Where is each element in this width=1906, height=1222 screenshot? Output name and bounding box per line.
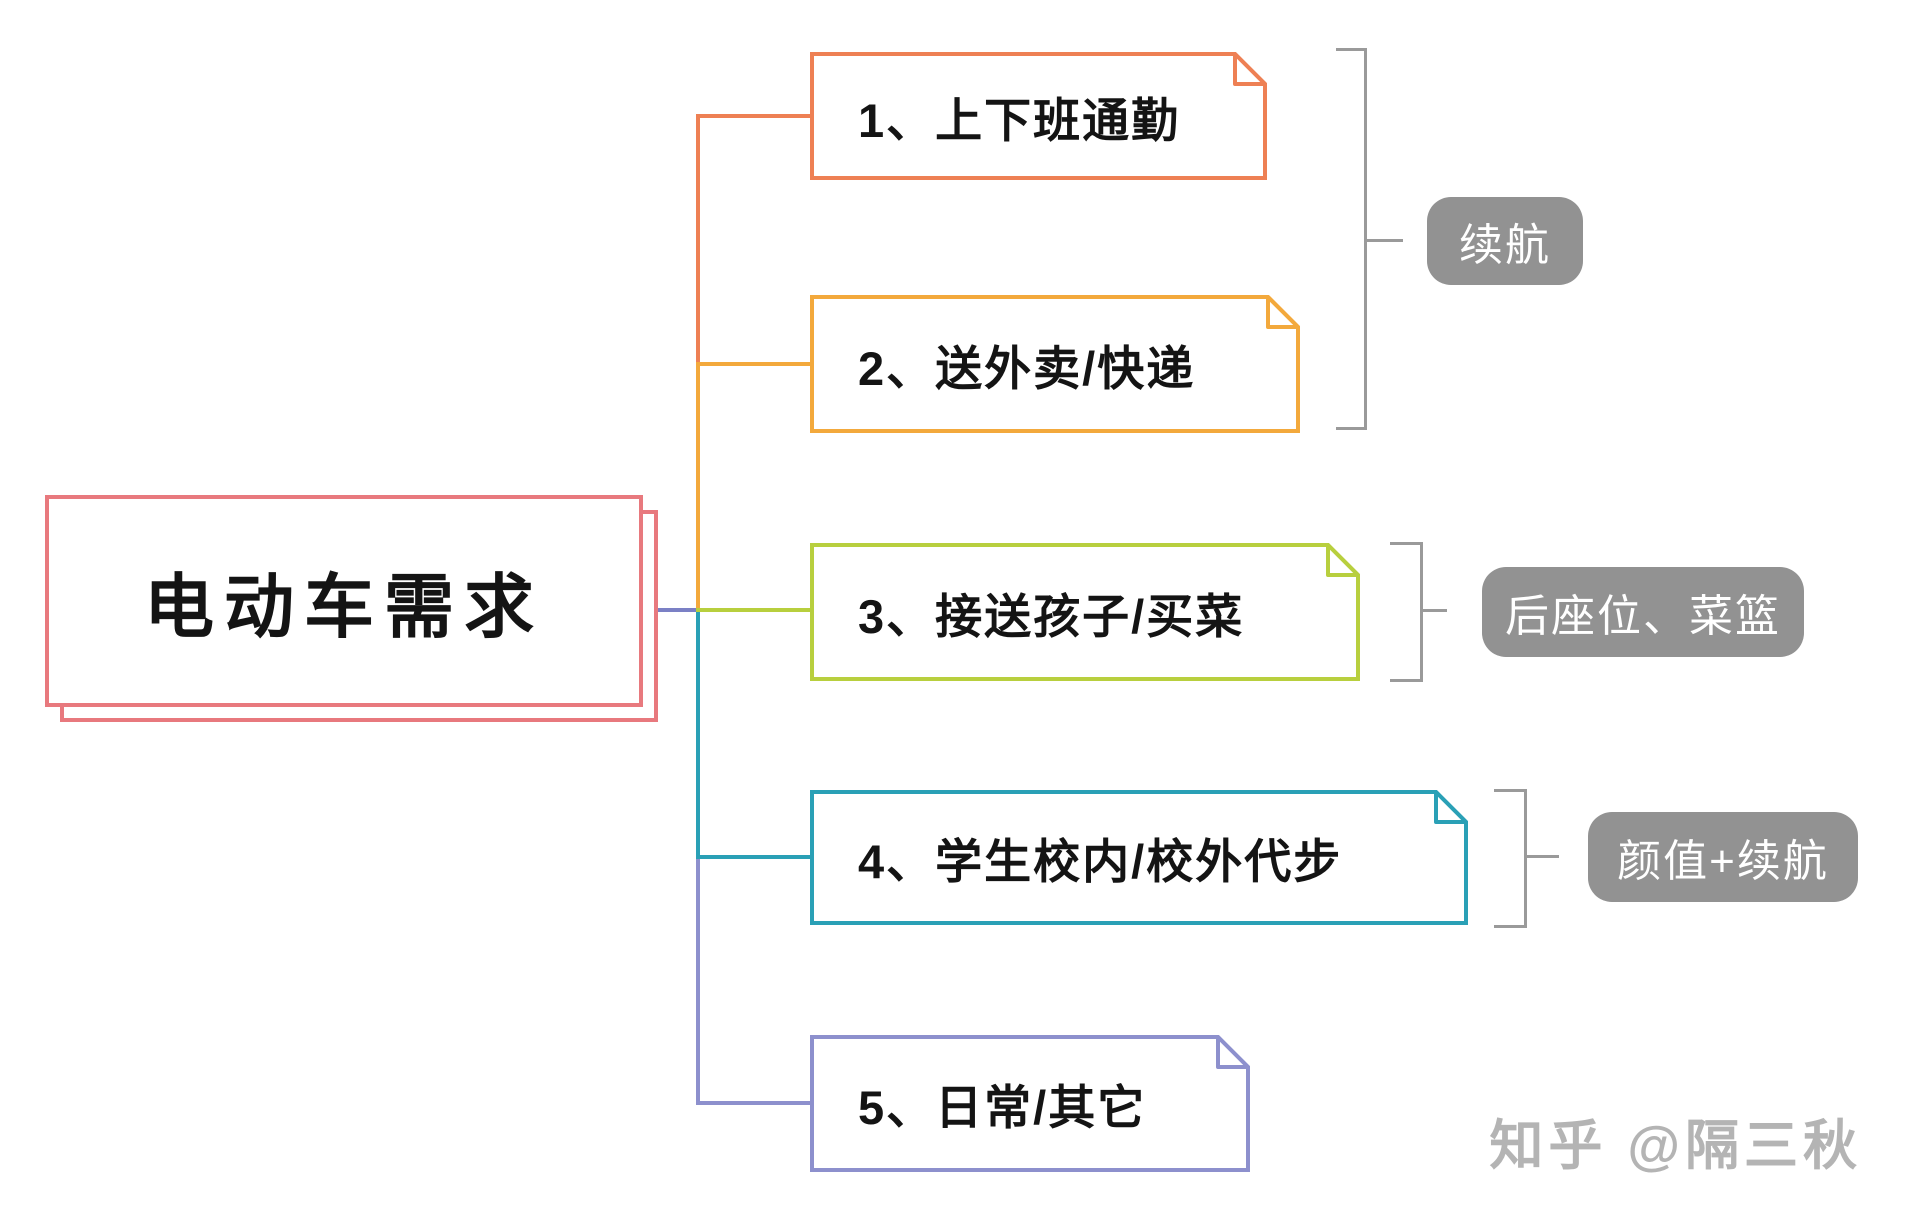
folded-corner-icon bbox=[1434, 790, 1468, 824]
topic-label: 2、送外卖/快递 bbox=[858, 341, 1196, 395]
group-bracket-4-bottom-tick bbox=[1494, 925, 1526, 928]
folded-corner-icon bbox=[1326, 543, 1360, 577]
group-bracket-1-2-top-tick bbox=[1336, 48, 1366, 51]
annotation-label: 后座位、菜篮 bbox=[1505, 592, 1781, 641]
folded-corner-icon bbox=[1233, 52, 1267, 86]
note-shape bbox=[810, 295, 1300, 433]
note-shape bbox=[810, 543, 1360, 681]
annotation-badge-looks-battery[interactable]: 颜值+续航 bbox=[1588, 812, 1858, 902]
root-topic-node[interactable]: 电动车需求 bbox=[45, 495, 643, 707]
topic-label: 1、上下班通勤 bbox=[858, 93, 1181, 147]
folded-corner-icon bbox=[1216, 1035, 1250, 1069]
topic-node-delivery[interactable]: 2、送外卖/快递 bbox=[810, 295, 1300, 433]
branch-connector-3 bbox=[696, 608, 812, 612]
group-bracket-1-2 bbox=[1364, 48, 1367, 430]
topic-node-kids-grocery[interactable]: 3、接送孩子/买菜 bbox=[810, 543, 1360, 681]
group-bracket-4 bbox=[1524, 789, 1527, 928]
annotation-badge-seat-basket[interactable]: 后座位、菜篮 bbox=[1482, 567, 1804, 657]
topic-node-daily[interactable]: 5、日常/其它 bbox=[810, 1035, 1250, 1172]
annotation-label: 续航 bbox=[1459, 221, 1551, 270]
topic-label: 5、日常/其它 bbox=[858, 1081, 1147, 1134]
note-shape bbox=[810, 1035, 1250, 1172]
trunk-segment-4 bbox=[696, 859, 700, 1105]
branch-connector-4 bbox=[696, 855, 812, 859]
annotation-badge-battery[interactable]: 续航 bbox=[1427, 197, 1583, 285]
root-connector bbox=[652, 608, 698, 612]
branch-connector-5 bbox=[696, 1101, 812, 1105]
folded-corner-icon bbox=[1266, 295, 1300, 329]
annotation-label: 颜值+续航 bbox=[1617, 837, 1829, 886]
group-bracket-4-top-tick bbox=[1494, 789, 1526, 792]
watermark: 知乎 @隔三秋 bbox=[1489, 1116, 1862, 1176]
group-bracket-3-bottom-tick bbox=[1390, 679, 1422, 682]
topic-label: 4、学生校内/校外代步 bbox=[858, 835, 1343, 888]
trunk-segment-1 bbox=[696, 114, 700, 362]
group-bracket-3-top-tick bbox=[1390, 542, 1422, 545]
topic-node-student[interactable]: 4、学生校内/校外代步 bbox=[810, 790, 1468, 925]
group-bracket-4-pointer bbox=[1527, 855, 1559, 858]
root-topic-label: 电动车需求 bbox=[144, 567, 544, 646]
topic-node-commute[interactable]: 1、上下班通勤 bbox=[810, 52, 1267, 180]
trunk-segment-2 bbox=[696, 362, 700, 608]
note-shape bbox=[810, 52, 1267, 180]
trunk-segment-3 bbox=[696, 612, 700, 859]
group-bracket-1-2-pointer bbox=[1367, 239, 1403, 242]
group-bracket-1-2-bottom-tick bbox=[1336, 427, 1366, 430]
topic-label: 3、接送孩子/买菜 bbox=[858, 589, 1245, 643]
note-shape bbox=[810, 790, 1468, 925]
group-bracket-3-pointer bbox=[1423, 609, 1447, 612]
branch-connector-1 bbox=[696, 114, 812, 118]
group-bracket-3 bbox=[1420, 542, 1423, 682]
branch-connector-2 bbox=[696, 362, 812, 366]
